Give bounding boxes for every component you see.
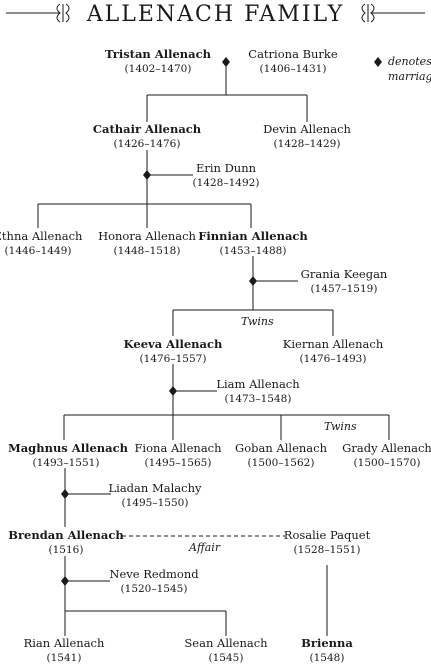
marriage-diamond-icon [143,170,151,180]
legend-line-1: denotes [388,55,431,68]
page-title: ALLENACH FAMILY [86,2,345,27]
marriage-diamond-icon [61,576,69,586]
twins-note-1: Twins [241,315,274,328]
person-ethna: Ethna Allenach(1446–1449) [0,229,83,257]
person-cathair: Cathair Allenach(1426–1476) [92,122,202,150]
person-keeva: Keeva Allenach(1476–1557) [123,337,223,365]
person-fiona: Fiona Allenach(1495–1565) [134,441,222,469]
person-kiernan: Kiernan Allenach(1476–1493) [282,337,384,365]
person-honora: Honora Allenach(1448–1518) [98,229,196,257]
legend-line-2: marriage [388,70,431,83]
title-ornament-right [361,3,425,23]
person-grady: Grady Allenach(1500–1570) [342,441,431,469]
marriage-diamond-icon [169,386,177,396]
person-catriona: Catriona Burke(1406–1431) [248,47,338,75]
person-rian: Rian Allenach(1541) [23,636,105,664]
twins-note-2: Twins [324,420,357,433]
person-liam: Liam Allenach(1473–1548) [216,377,300,405]
person-devin: Devin Allenach(1428–1429) [263,122,351,150]
person-maghnus: Maghnus Allenach(1493–1551) [8,441,128,469]
legend-diamond-icon [374,57,382,67]
person-erin: Erin Dunn(1428–1492) [192,161,260,189]
person-rosalie: Rosalie Paquet(1528–1551) [283,528,371,556]
person-brendan: Brendan Allenach(1516) [8,528,124,556]
person-tristan: Tristan Allenach(1402–1470) [105,47,211,75]
person-goban: Goban Allenach(1500–1562) [235,441,327,469]
marriage-diamond-icon [249,276,257,286]
person-brienna: Brienna(1548) [301,636,353,664]
person-sean: Sean Allenach(1545) [184,636,268,664]
affair-note: Affair [189,541,221,554]
marriage-diamond-icon [222,57,230,67]
person-liadan: Liadan Malachy(1495–1550) [108,481,202,509]
person-finnian: Finnian Allenach(1453–1488) [198,229,308,257]
marriage-diamond-icon [61,489,69,499]
person-neve: Neve Redmond(1520–1545) [109,567,199,595]
person-grania: Grania Keegan(1457–1519) [300,267,388,295]
title-ornament-left [6,3,70,23]
